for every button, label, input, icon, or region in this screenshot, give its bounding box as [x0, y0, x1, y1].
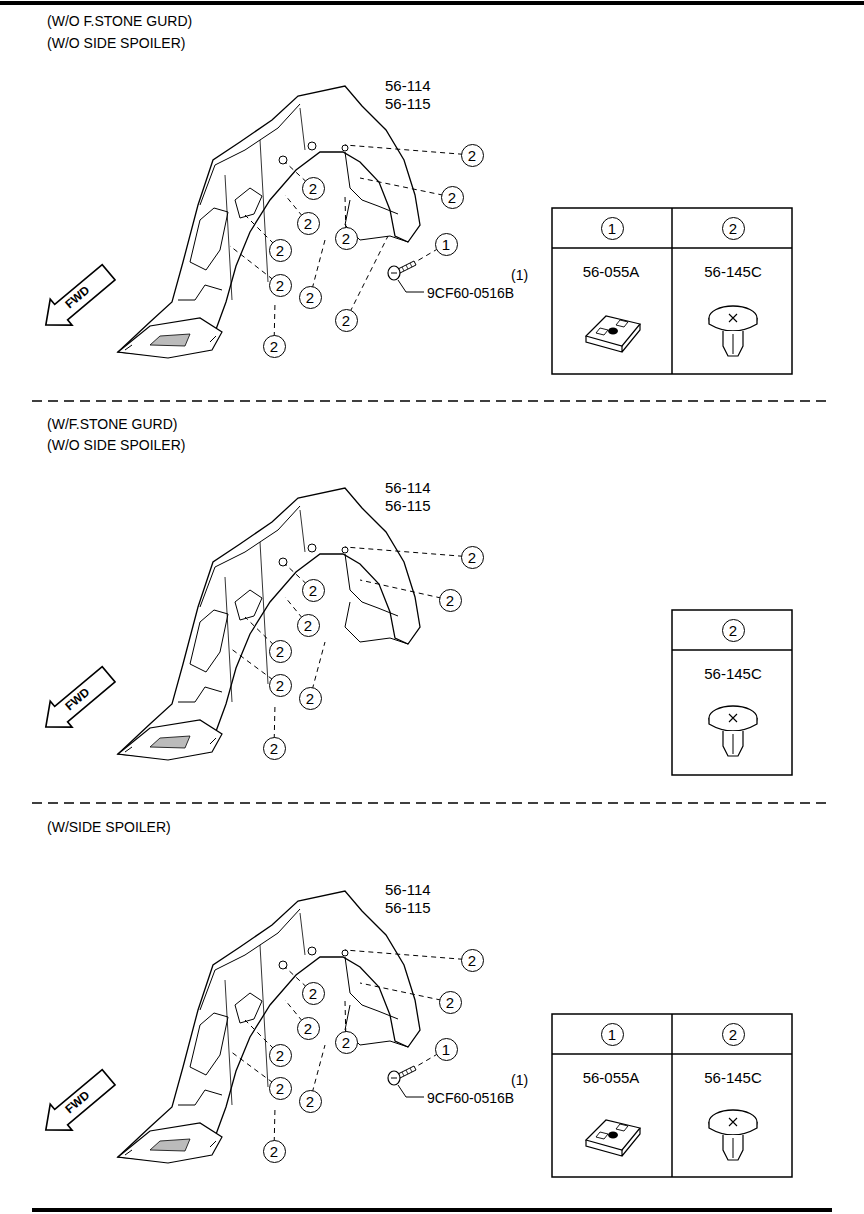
callout-number: 1: [601, 217, 624, 240]
part-number: 56-115: [385, 96, 431, 113]
note-text: (1): [511, 1073, 528, 1088]
part-number: 56-145C: [704, 1070, 762, 1087]
callout-number: 2: [263, 737, 286, 760]
note-text: (W/SIDE SPOILER): [47, 820, 171, 835]
callout-number: 1: [435, 233, 458, 256]
screw-symbol: [388, 261, 424, 292]
callout-number: 2: [297, 1017, 320, 1040]
note-text: (W/O SIDE SPOILER): [47, 36, 185, 51]
callout-number: 2: [297, 614, 320, 637]
leader-line: [360, 983, 450, 1002]
callout-number: 2: [335, 309, 358, 332]
callout-number: 2: [441, 186, 464, 209]
leader-line: [345, 547, 472, 557]
callout-number: 2: [335, 1031, 358, 1054]
callout-number: 2: [722, 619, 745, 642]
part-number: 56-114: [385, 78, 431, 95]
callout-number: 2: [269, 640, 292, 663]
part-number: 56-114: [385, 882, 431, 899]
part-number: 56-145C: [704, 666, 762, 683]
callout-number: 1: [435, 1038, 458, 1061]
leader-line: [345, 950, 472, 960]
callout-number: 2: [263, 335, 286, 358]
leader-line: [345, 145, 472, 155]
callout-number: 2: [461, 546, 484, 569]
callout-number: 2: [299, 286, 322, 309]
callout-number: 2: [461, 144, 484, 167]
forward-arrow: [35, 661, 120, 740]
callout-number: 2: [439, 991, 462, 1014]
note-text: (W/O F.STONE GURD): [47, 14, 192, 29]
callout-number: 2: [263, 1140, 286, 1163]
leader-line: [360, 580, 450, 600]
callout-number: 2: [269, 1044, 292, 1067]
part-number: 56-055A: [583, 264, 640, 281]
part-number: 56-114: [385, 480, 431, 497]
callout-number: 2: [335, 227, 358, 250]
callout-number: 2: [302, 177, 325, 200]
note-text: (W/F.STONE GURD): [47, 417, 177, 432]
callout-number: 2: [269, 674, 292, 697]
callout-number: 2: [722, 217, 745, 240]
callout-number: 2: [297, 212, 320, 235]
leader-line: [360, 178, 452, 197]
note-text: 9CF60-0516B: [427, 1091, 514, 1106]
forward-arrow: [35, 1064, 120, 1143]
callout-number: 2: [439, 589, 462, 612]
callout-number: 2: [299, 687, 322, 710]
callout-number: 2: [269, 274, 292, 297]
screw-symbol: [388, 1066, 424, 1097]
callout-number: 2: [299, 1090, 322, 1113]
note-text: (1): [511, 268, 528, 283]
callout-number: 2: [269, 239, 292, 262]
part-number: 56-115: [385, 498, 431, 515]
part-number: 56-115: [385, 900, 431, 917]
note-text: (W/O SIDE SPOILER): [47, 438, 185, 453]
callout-number: 2: [302, 982, 325, 1005]
callout-number: 2: [722, 1023, 745, 1046]
part-number: 56-055A: [583, 1070, 640, 1087]
callout-number: 1: [601, 1023, 624, 1046]
forward-arrow: [35, 259, 120, 338]
leader-line: [346, 236, 388, 320]
callout-number: 2: [269, 1077, 292, 1100]
part-number: 56-145C: [704, 264, 762, 281]
callout-number: 2: [302, 579, 325, 602]
note-text: 9CF60-0516B: [427, 286, 514, 301]
callout-number: 2: [461, 949, 484, 972]
